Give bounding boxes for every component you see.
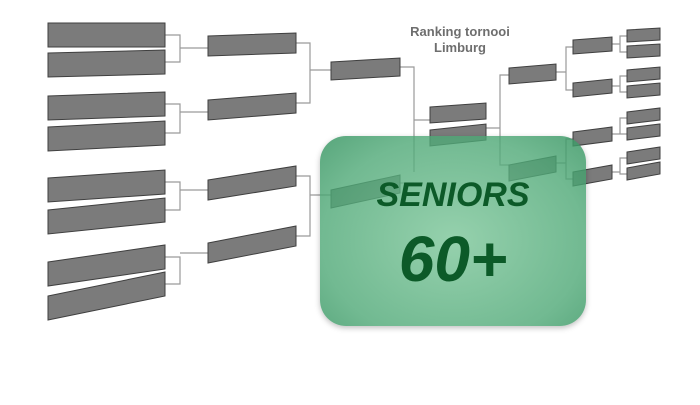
bracket-slot bbox=[207, 92, 297, 121]
bracket-connector bbox=[165, 34, 208, 63]
bracket-slot bbox=[626, 107, 661, 125]
bracket-slot bbox=[47, 120, 166, 152]
bracket-slot bbox=[626, 66, 661, 83]
bracket-slot bbox=[626, 123, 661, 141]
bracket-connector bbox=[165, 103, 208, 134]
bracket-connector bbox=[296, 42, 331, 104]
bracket-slot bbox=[626, 82, 661, 99]
bracket-title-line1: Ranking tornooi bbox=[410, 24, 510, 39]
bracket-slots bbox=[47, 22, 661, 321]
bracket-slot bbox=[47, 91, 166, 121]
bracket-connector bbox=[165, 252, 208, 285]
bracket-slot bbox=[572, 36, 613, 55]
bracket-slot bbox=[330, 57, 401, 81]
bracket-connector bbox=[556, 46, 573, 91]
bracket-slot bbox=[47, 271, 166, 321]
bracket-slot bbox=[207, 165, 297, 201]
badge-category-label: SENIORS bbox=[376, 176, 530, 214]
bracket-title-line2: Limburg bbox=[434, 40, 486, 55]
bracket-slot bbox=[626, 43, 661, 59]
seniors-badge: SENIORS 60+ bbox=[320, 136, 586, 326]
bracket-slot bbox=[429, 102, 487, 124]
bracket-slot bbox=[207, 225, 297, 264]
bracket-connector bbox=[165, 181, 208, 211]
bracket-slot bbox=[47, 244, 166, 287]
bracket-slot bbox=[47, 197, 166, 235]
bracket-slot bbox=[508, 63, 557, 85]
bracket-slot bbox=[626, 27, 661, 43]
bracket-connector bbox=[612, 117, 627, 135]
bracket-connector bbox=[612, 157, 627, 175]
badge-age-label: 60+ bbox=[398, 223, 508, 295]
bracket-slot bbox=[207, 32, 297, 57]
bracket-connector bbox=[612, 75, 627, 93]
bracket-connector bbox=[612, 35, 627, 53]
bracket-slot bbox=[47, 169, 166, 203]
bracket-slot bbox=[47, 49, 166, 78]
bracket-slot bbox=[47, 22, 166, 48]
bracket-slot bbox=[572, 78, 613, 98]
bracket-slot bbox=[626, 161, 661, 181]
bracket-slot bbox=[626, 146, 661, 165]
